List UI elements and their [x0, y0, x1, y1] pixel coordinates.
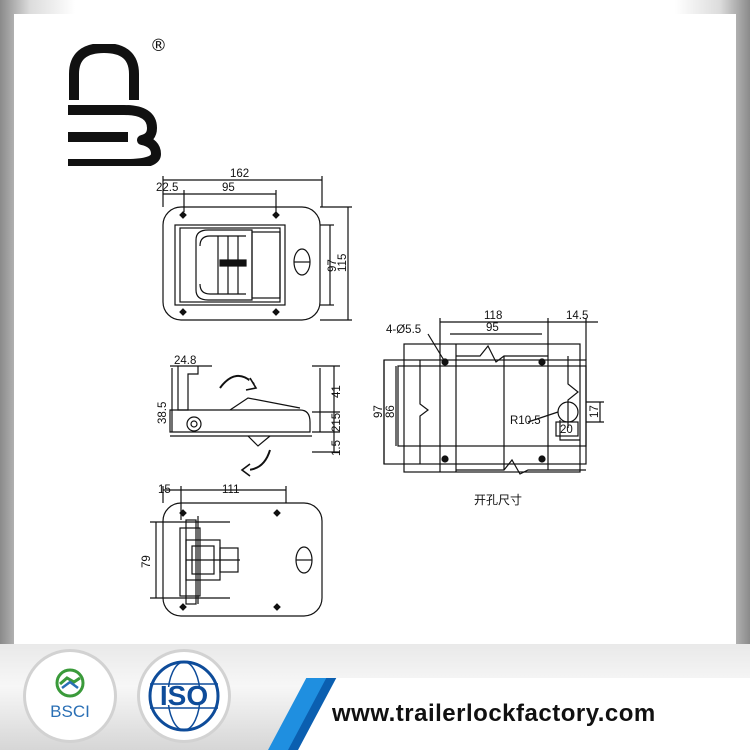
dim-14-5: 14.5	[566, 310, 588, 322]
dim-97-cutout: 97	[373, 405, 385, 418]
dim-41: 41	[331, 385, 343, 398]
lock-b-logo-icon	[68, 44, 161, 166]
dim-hole-label: 4-Ø5.5	[386, 324, 421, 336]
bsci-badge: BSCI	[26, 652, 114, 740]
dim-86: 86	[385, 405, 397, 418]
dim-24-8: 24.8	[174, 355, 196, 367]
dim-118: 118	[484, 310, 502, 322]
side-view	[169, 365, 340, 477]
dim-115: 115	[337, 254, 349, 272]
dim-97-top: 97	[327, 259, 339, 272]
cutout-view	[383, 318, 604, 475]
bsci-label: BSCI	[50, 702, 90, 721]
dim-95-top: 95	[222, 182, 235, 194]
top-view	[162, 176, 352, 321]
dim-17: 17	[589, 405, 601, 418]
iso-label: ISO	[159, 680, 209, 711]
bsci-handshake-icon	[55, 668, 85, 698]
dim-79: 79	[141, 555, 153, 568]
dim-15: 15	[158, 484, 171, 496]
dim-1-5: 1.5	[331, 440, 343, 456]
drawing-sheet	[14, 14, 736, 644]
dim-r10-5: R10.5	[510, 415, 541, 427]
website-text[interactable]: www.trailerlockfactory.com	[332, 700, 656, 727]
iso-badge: ISO	[140, 652, 228, 740]
cutout-caption: 开孔尺寸	[474, 493, 522, 507]
dim-22-5: 22.5	[156, 182, 178, 194]
globe-icon	[148, 660, 220, 732]
dim-162: 162	[230, 168, 249, 180]
dim-215: 215	[331, 413, 343, 432]
dim-38-5: 38.5	[157, 402, 169, 424]
registered-mark: ®	[150, 36, 167, 56]
dim-20: 20	[560, 424, 573, 436]
dim-111: 111	[222, 484, 239, 496]
bottom-view	[150, 486, 323, 617]
dim-95-cutout: 95	[486, 322, 499, 334]
